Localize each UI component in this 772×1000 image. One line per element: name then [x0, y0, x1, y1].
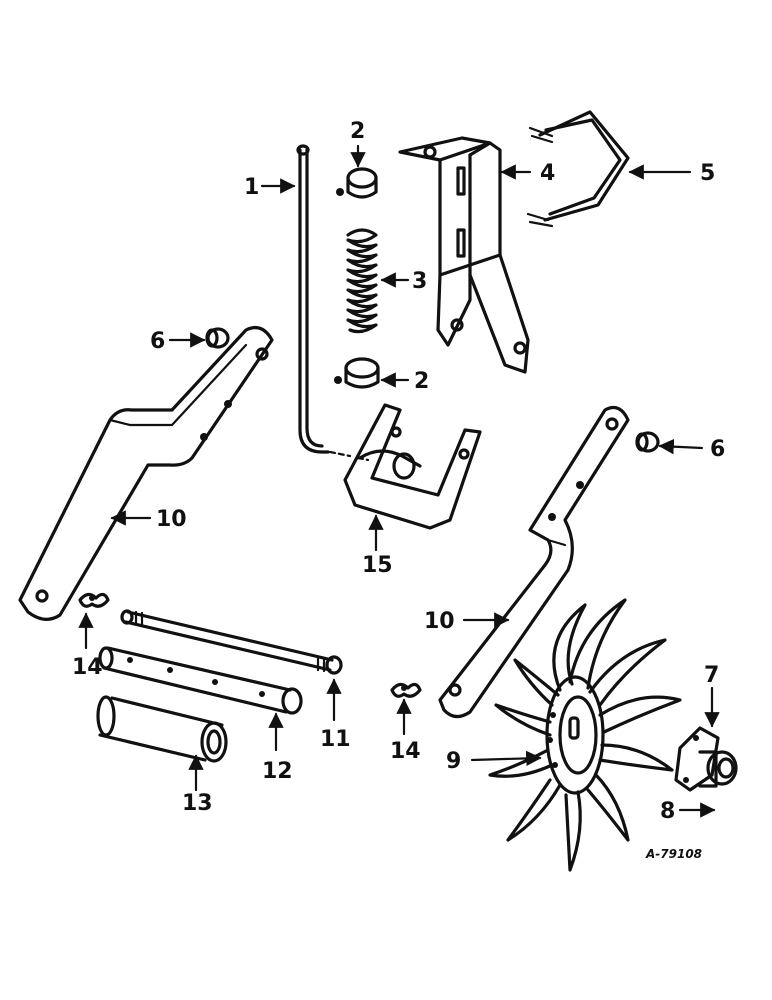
part-10-arm-right: [438, 406, 630, 719]
part-5-u-bolt: [526, 110, 630, 228]
part-1-rod: [296, 144, 330, 454]
callout-11: 11: [320, 727, 351, 752]
leader-6-right: [658, 438, 704, 455]
part-6-bushing-left: [205, 327, 230, 349]
part-12-spacer-tube: [98, 646, 303, 715]
callout-2-lower: 2: [414, 369, 429, 394]
part-9-tined-wheel: [488, 598, 682, 872]
callout-15: 15: [362, 553, 393, 578]
part-7-hub: [674, 726, 738, 792]
callout-6-right: 6: [710, 437, 725, 462]
leader-lines: [78, 144, 720, 818]
callout-3: 3: [412, 269, 427, 294]
part-3-spring: [346, 228, 378, 334]
part-14-wing-nut-left: [78, 592, 110, 608]
part-15-bracket: [328, 403, 482, 530]
part-13-sleeve: [96, 695, 228, 763]
callout-13: 13: [182, 791, 213, 816]
leader-9: [470, 750, 542, 767]
part-2-collar-lower: [334, 357, 380, 389]
callout-7: 7: [704, 663, 719, 688]
part-2-collar-upper: [336, 167, 378, 199]
callout-labels: 1 2 3 4 5 6 2 6 10 15 10 14 11 12 13 14 …: [72, 119, 725, 861]
callout-10-right: 10: [424, 609, 455, 634]
callout-4: 4: [540, 161, 555, 186]
part-10-arm-left: [18, 326, 274, 621]
callout-5: 5: [700, 161, 715, 186]
callout-2-upper: 2: [350, 119, 365, 144]
callout-10-left: 10: [156, 507, 187, 532]
part-14-wing-nut-right: [390, 682, 422, 698]
part-11-shaft: [120, 609, 343, 675]
callout-9: 9: [446, 749, 461, 774]
callout-14-right: 14: [390, 739, 421, 764]
callout-12: 12: [262, 759, 293, 784]
callout-8: 8: [660, 799, 675, 824]
callout-1: 1: [244, 175, 259, 200]
figure-code: A-79108: [645, 847, 702, 861]
part-6-bushing-right: [635, 431, 660, 453]
part-4-bracket: [398, 136, 530, 374]
callout-14-left: 14: [72, 655, 103, 680]
callout-6-left: 6: [150, 329, 165, 354]
